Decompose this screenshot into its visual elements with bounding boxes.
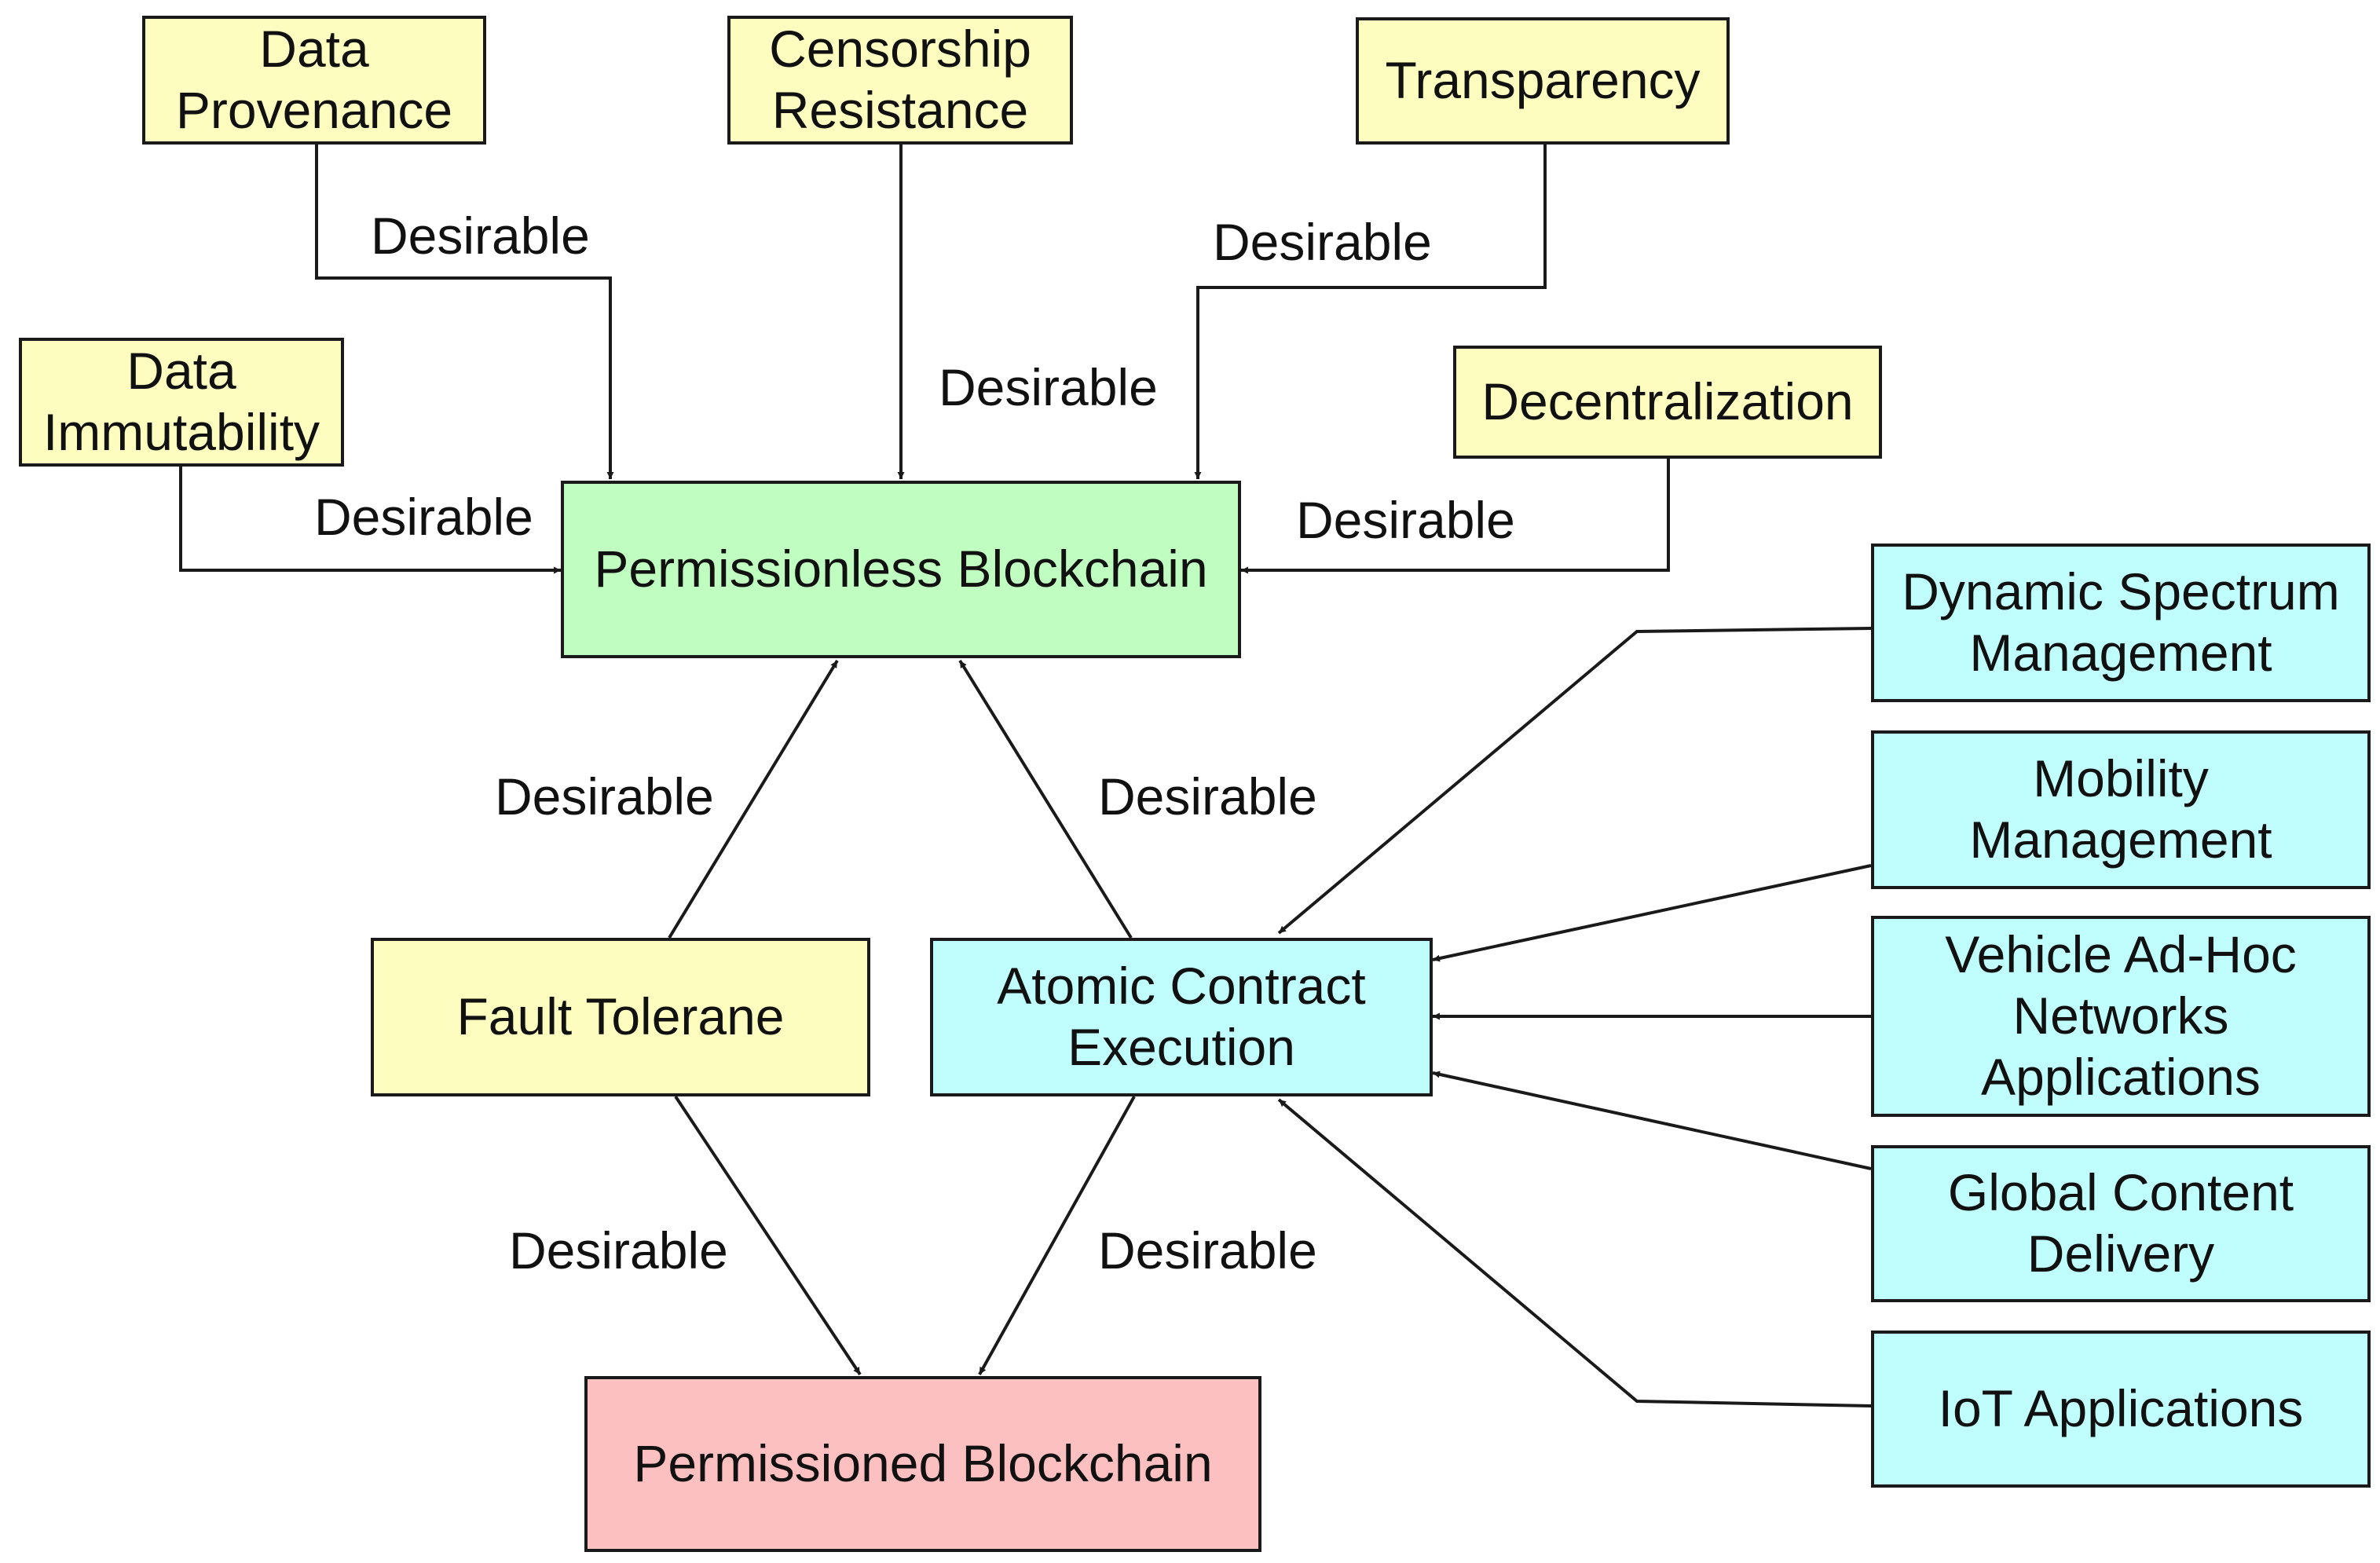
edge-fault-to-permissioned xyxy=(674,1095,862,1376)
iot-applications-label: IoT Applications xyxy=(1938,1379,2304,1438)
data-immutability-label: Data Immutability xyxy=(42,342,320,461)
permissioned-blockchain-label: Permissioned Blockchain xyxy=(633,1434,1213,1493)
edge-label-fault-to-permissionless: Desirable xyxy=(495,767,714,825)
permissionless-blockchain-label: Permissionless Blockchain xyxy=(594,540,1208,598)
data-provenance-label: Data Provenance xyxy=(175,20,453,139)
edge-content-to-atomic xyxy=(1432,1071,1872,1170)
edge-label-provenance: Desirable xyxy=(371,207,590,265)
data-immutability-node: Data Immutability xyxy=(19,338,344,467)
edge-label-censorship: Desirable xyxy=(939,358,1158,416)
edge-label-immutability: Desirable xyxy=(314,488,533,546)
atomic-contract-execution-node: Atomic Contract Execution xyxy=(930,938,1433,1096)
mobility-management-label: Mobility Management xyxy=(1969,749,2272,869)
edge-transparency-to-permissionless xyxy=(1194,145,1547,479)
vehicle-adhoc-networks-node: Vehicle Ad-Hoc Networks Applications xyxy=(1871,916,2371,1117)
edge-immutability-to-permissionless xyxy=(179,467,561,574)
edge-label-transparency: Desirable xyxy=(1213,213,1432,271)
global-content-delivery-label: Global Content Delivery xyxy=(1947,1163,2294,1283)
decentralization-label: Decentralization xyxy=(1481,372,1854,431)
atomic-contract-execution-label: Atomic Contract Execution xyxy=(997,957,1366,1076)
censorship-resistance-node: Censorship Resistance xyxy=(727,16,1073,145)
edge-label-fault-to-permissioned: Desirable xyxy=(509,1221,728,1279)
transparency-label: Transparency xyxy=(1385,51,1701,110)
edge-decentralization-to-permissionless xyxy=(1241,459,1670,574)
edge-fault-to-permissionless xyxy=(668,659,839,939)
permissioned-blockchain-node: Permissioned Blockchain xyxy=(584,1376,1261,1552)
edge-provenance-to-permissionless xyxy=(315,145,614,479)
edge-atomic-to-permissioned xyxy=(978,1096,1136,1375)
dynamic-spectrum-management-label: Dynamic Spectrum Management xyxy=(1902,562,2340,682)
decentralization-node: Decentralization xyxy=(1453,346,1882,459)
global-content-delivery-node: Global Content Delivery xyxy=(1871,1145,2371,1302)
transparency-node: Transparency xyxy=(1356,17,1730,145)
edge-label-atomic-to-permissioned: Desirable xyxy=(1098,1221,1317,1279)
fault-tolerance-label: Fault Tolerane xyxy=(456,987,785,1046)
edge-spectrum-to-atomic xyxy=(1277,627,1872,935)
vehicle-adhoc-networks-label: Vehicle Ad-Hoc Networks Applications xyxy=(1945,925,2297,1106)
mobility-management-node: Mobility Management xyxy=(1871,730,2371,889)
censorship-resistance-label: Censorship Resistance xyxy=(769,20,1031,139)
edge-atomic-to-permissionless xyxy=(958,659,1133,939)
permissionless-blockchain-node: Permissionless Blockchain xyxy=(561,481,1241,658)
edge-iot-to-atomic xyxy=(1277,1098,1872,1407)
edge-mobility-to-atomic xyxy=(1432,864,1872,962)
edge-label-decentralization: Desirable xyxy=(1296,491,1515,549)
iot-applications-node: IoT Applications xyxy=(1871,1331,2371,1488)
data-provenance-node: Data Provenance xyxy=(142,16,486,145)
fault-tolerance-node: Fault Tolerane xyxy=(371,938,870,1096)
dynamic-spectrum-management-node: Dynamic Spectrum Management xyxy=(1871,544,2371,702)
edge-label-atomic-to-permissionless: Desirable xyxy=(1098,767,1317,825)
